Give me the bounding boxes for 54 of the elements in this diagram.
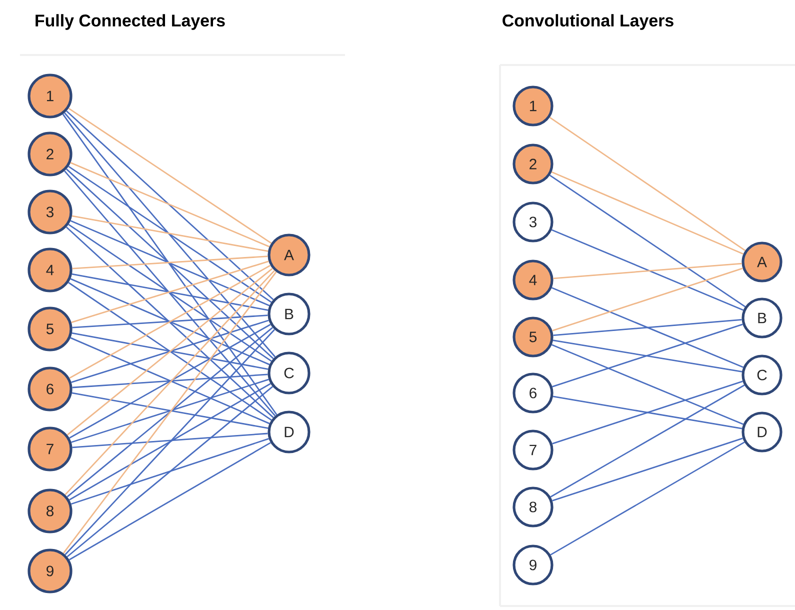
connection-line <box>62 114 278 416</box>
connection-line <box>68 383 271 500</box>
connection-line <box>70 220 270 306</box>
connection-line <box>72 432 268 448</box>
connection-line <box>552 268 743 332</box>
connection-line <box>552 324 743 388</box>
connection-line <box>72 273 268 311</box>
connection-line <box>550 442 745 556</box>
panel-heading: Convolutional Layers <box>502 14 674 30</box>
connection-line <box>549 116 746 252</box>
connection-line <box>68 166 272 303</box>
connection-line <box>552 340 742 372</box>
connection-line <box>553 318 742 336</box>
panel-heading: Fully Connected Layers <box>36 14 225 30</box>
connection-line <box>553 262 742 280</box>
connection-line <box>68 108 272 244</box>
connection-line <box>552 396 742 430</box>
connection-line <box>71 378 269 443</box>
connection-line <box>552 380 743 444</box>
connection-line <box>69 264 271 379</box>
connection-line <box>70 337 270 424</box>
connection-line <box>71 260 269 324</box>
connection-line <box>68 442 271 560</box>
connection-line <box>551 344 744 425</box>
connection-line <box>66 226 274 418</box>
connection-line <box>69 324 271 439</box>
connection-line <box>551 171 744 255</box>
connection-line <box>70 162 270 248</box>
connection-line <box>72 314 268 328</box>
connection-line <box>72 374 268 388</box>
connection-line <box>64 270 275 496</box>
connection-line <box>551 287 744 368</box>
connection-line <box>66 168 274 360</box>
connection-line <box>551 229 744 311</box>
connection-line <box>70 278 270 366</box>
connection-line <box>550 384 745 498</box>
connection-line <box>64 170 276 416</box>
connection-line <box>66 110 274 300</box>
connection-line <box>66 327 274 498</box>
connection-line <box>64 329 276 556</box>
connection-line <box>70 438 269 505</box>
connection-line <box>72 392 268 429</box>
connection-line <box>64 112 276 358</box>
connection-line <box>68 224 272 362</box>
connection-line <box>66 386 274 558</box>
connection-line <box>71 320 269 383</box>
connection-line <box>72 215 268 252</box>
connection-line <box>72 256 268 270</box>
connection-line <box>552 438 743 502</box>
connection-line <box>72 332 268 370</box>
connection-line <box>62 272 277 554</box>
connection-line <box>68 282 272 421</box>
connection-line <box>549 174 746 308</box>
connection-line <box>66 268 273 436</box>
